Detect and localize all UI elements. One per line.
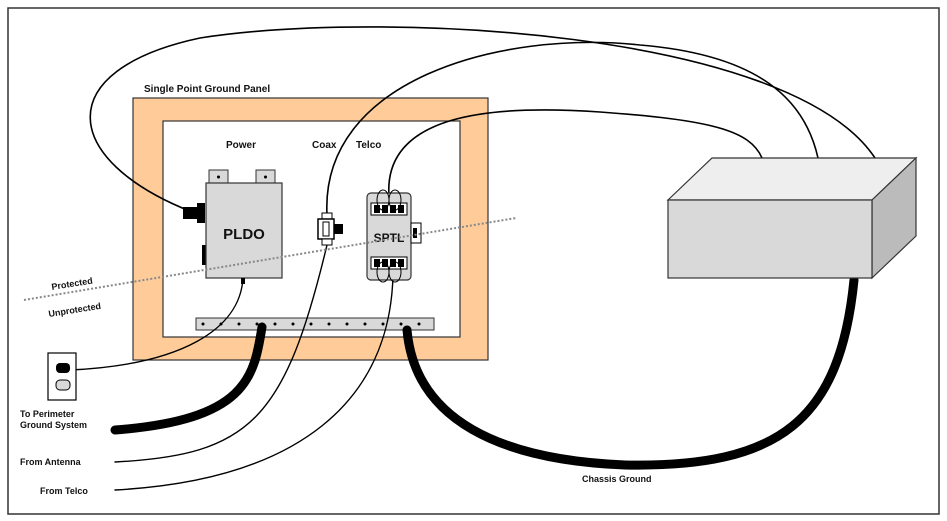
pldo-label: PLDO <box>223 226 265 243</box>
sptl-device <box>366 189 422 283</box>
column-label-coax: Coax <box>312 140 337 151</box>
telco-to-chassis-wire <box>387 109 763 206</box>
telco-label: From Telco <box>40 486 88 496</box>
wall-outlet <box>47 352 77 401</box>
pldo-to-chassis-wire <box>89 26 876 213</box>
perimeter-label-line1: To Perimeter <box>20 409 75 419</box>
perimeter-ground-wire <box>110 322 267 435</box>
outlet-wire <box>69 277 244 371</box>
from-telco-wire <box>114 274 394 491</box>
perimeter-label-line2: Ground System <box>20 420 87 430</box>
coax-connector <box>317 212 343 246</box>
antenna-label: From Antenna <box>20 457 82 467</box>
antenna-wire <box>114 244 328 463</box>
sptl-label: SPTL <box>374 231 405 245</box>
panel-title: Single Point Ground Panel <box>144 84 270 95</box>
protection-boundary-line <box>23 217 517 301</box>
coax-to-chassis-wire <box>326 41 819 216</box>
equipment-box <box>666 156 918 280</box>
chassis-ground-label: Chassis Ground <box>582 474 652 484</box>
ground-bus-bar <box>195 317 435 331</box>
column-label-telco: Telco <box>356 140 381 151</box>
chassis-ground-wire <box>402 275 859 470</box>
column-label-power: Power <box>226 140 256 151</box>
pldo-device <box>183 169 283 284</box>
